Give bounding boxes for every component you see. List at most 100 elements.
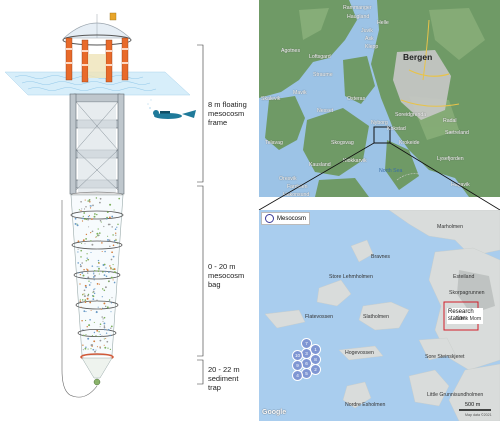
plankton-dot [99,240,102,242]
sea-label: North Sea [379,168,403,174]
plankton-dot [83,208,86,210]
hose [61,200,98,398]
plankton-dot [93,340,96,343]
plankton-dot [88,226,90,228]
plankton-dot [95,197,98,199]
plankton-dot [107,347,109,349]
plankton-dot [84,299,87,301]
plankton-dot [91,335,94,337]
plankton-dot [116,226,118,228]
place-label: Ask [365,36,374,42]
plankton-dot [102,271,104,273]
plankton-dot [93,215,96,218]
plankton-dot [109,203,112,206]
plankton-dot [85,218,88,221]
plankton-dot [101,250,103,253]
plankton-dot [77,248,79,250]
plankton-dot [81,319,83,322]
place-label: Straume [313,72,333,78]
plankton-dot [111,226,113,228]
plankton-dot [80,200,82,203]
plankton-dot [88,324,91,327]
plankton-dot [103,326,106,329]
plankton-dot [91,265,94,267]
plankton-dot [90,309,92,311]
plankton-dot [101,296,103,298]
plankton-dot [99,201,101,204]
plankton-dot [93,274,96,277]
place-label: Klokkarvik [343,158,367,164]
plankton-dot [86,268,88,270]
place-label: Hogevossen [345,350,374,356]
plankton-dot [116,243,118,245]
plankton-dot [82,329,84,331]
plankton-dot [115,234,117,236]
plankton-dot [90,232,92,234]
plankton-dot [86,297,89,300]
plankton-dot [99,323,102,325]
plankton-dot [112,255,115,258]
plankton-dot [92,276,95,278]
plankton-dot [98,273,100,275]
plankton-dot [112,244,115,247]
place-label: Marholmen [437,224,463,230]
plankton-dot [112,268,114,271]
place-label: Sætreland [445,130,469,136]
plankton-dot [95,311,98,314]
plankton-dot [104,305,107,308]
plankton-dot [92,292,94,294]
plankton-dot [112,234,114,236]
place-label: Helle [377,20,389,26]
plankton-dot [79,265,82,268]
place-label: Osteras [347,96,366,102]
place-label: Hagavik [451,182,470,188]
plankton-dot [77,262,79,264]
plankton-dot [87,272,89,274]
place-label: Hakonsund [283,192,310,197]
plankton-dot [84,218,86,220]
plankton-dot [95,349,97,351]
plankton-dot [87,215,90,218]
plankton-dot [102,320,104,322]
plankton-dot [99,326,101,328]
plankton-dot [102,307,104,309]
plankton-dot [82,293,84,295]
plankton-dot [96,283,99,285]
plankton-dot [114,228,117,230]
plankton-dot [89,205,91,207]
plankton-dot [82,334,85,337]
plankton-dot [86,326,88,328]
map-credit: Map data ©2021 [465,413,492,417]
plankton-dot [115,232,117,234]
bag-rings [70,210,124,337]
plankton-dot [78,272,80,274]
orange-floats [65,37,129,83]
place-label: Little Grunnisundholmen [427,392,484,398]
plankton-dot [84,347,87,350]
plankton-dot [112,264,114,266]
floating-frame-label: 8 m floating mesocosm frame [208,100,247,127]
plankton-dot [103,322,106,325]
plankton-dot [110,325,113,328]
plankton-dot [87,337,90,340]
plankton-dot [106,211,109,213]
plankton-dot [74,222,77,225]
legend-circle-icon [265,214,274,223]
plankton-dot [109,334,111,337]
plankton-dot [93,331,96,334]
plankton-dot [91,243,94,246]
diver-illustration [153,110,196,119]
plankton-dot [107,238,109,241]
plankton-dot [98,336,100,338]
plankton-dot [97,234,100,237]
place-label: Radal [443,118,457,124]
mesocosm-marker: 4 [292,370,303,381]
plankton-dot [79,300,82,302]
place-label: Skalevik [261,96,281,102]
place-label: Kausland [309,162,331,168]
place-label: Haugland [347,14,370,20]
dimension-brackets [197,44,204,385]
plankton-dot [86,253,88,255]
place-label: Rammanger [343,5,372,11]
plankton-dot [104,346,107,349]
